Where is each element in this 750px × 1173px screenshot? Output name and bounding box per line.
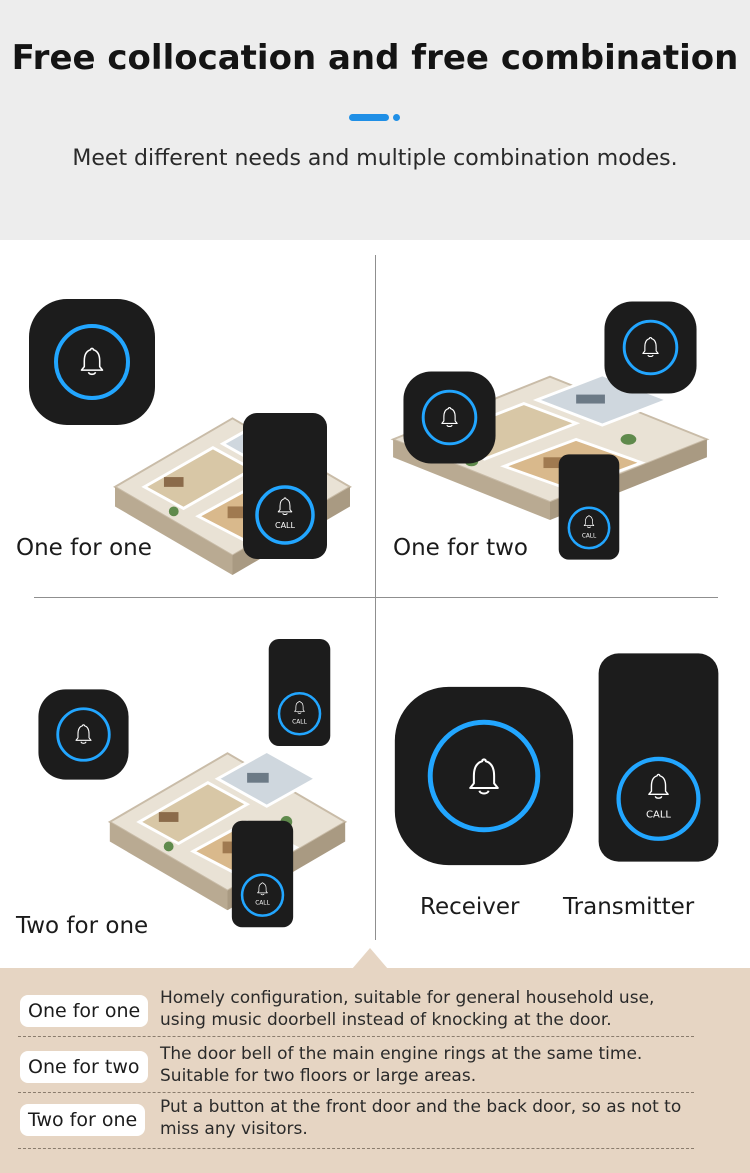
mode-row-two-for-one: Two for one Put a button at the front do…	[16, 1094, 696, 1146]
receiver-device-upper	[604, 301, 697, 394]
panel-pointer	[352, 948, 388, 969]
transmitter-device: CALL	[558, 454, 620, 560]
mode-description: Homely configuration, suitable for gener…	[160, 988, 655, 1030]
svg-text:CALL: CALL	[275, 521, 296, 530]
mode-pill: One for two	[20, 1051, 148, 1083]
svg-text:CALL: CALL	[255, 901, 270, 907]
label-two-for-one: Two for one	[16, 913, 149, 939]
receiver-device-lower	[403, 371, 496, 464]
label-one-for-one: One for one	[16, 535, 152, 561]
horizontal-divider	[34, 597, 718, 598]
svg-text:CALL: CALL	[292, 719, 307, 725]
mode-description: The door bell of the main engine rings a…	[160, 1044, 643, 1086]
label-transmitter: Transmitter	[563, 894, 695, 920]
mode-row-one-for-one: One for one Homely configuration, suitab…	[16, 985, 696, 1037]
call-button-text: CALL	[646, 809, 671, 820]
dashed-separator	[18, 1036, 694, 1037]
receiver-device	[29, 299, 155, 425]
transmitter-device-lower: CALL	[231, 820, 294, 928]
svg-text:CALL: CALL	[582, 533, 597, 539]
accent-dot	[393, 114, 400, 121]
page-subtitle: Meet different needs and multiple combin…	[72, 146, 678, 171]
label-receiver: Receiver	[420, 894, 520, 920]
transmitter-device-large: CALL	[598, 653, 719, 862]
mode-row-one-for-two: One for two The door bell of the main en…	[16, 1041, 696, 1093]
receiver-device	[38, 689, 129, 780]
dashed-separator	[18, 1092, 694, 1093]
mode-pill: One for one	[20, 995, 149, 1027]
header-section: Free collocation and free combination Me…	[0, 0, 750, 240]
mode-description-panel: One for one Homely configuration, suitab…	[0, 968, 750, 1173]
dashed-separator	[18, 1148, 694, 1149]
page-title: Free collocation and free combination	[11, 38, 739, 78]
transmitter-device: CALL	[243, 413, 327, 559]
receiver-device-large	[394, 686, 574, 866]
mode-pill: Two for one	[20, 1104, 146, 1136]
label-one-for-two: One for two	[393, 535, 528, 561]
transmitter-device-upper: CALL	[268, 639, 331, 746]
mode-description: Put a button at the front door and the b…	[160, 1097, 682, 1139]
accent-dash	[349, 114, 389, 121]
